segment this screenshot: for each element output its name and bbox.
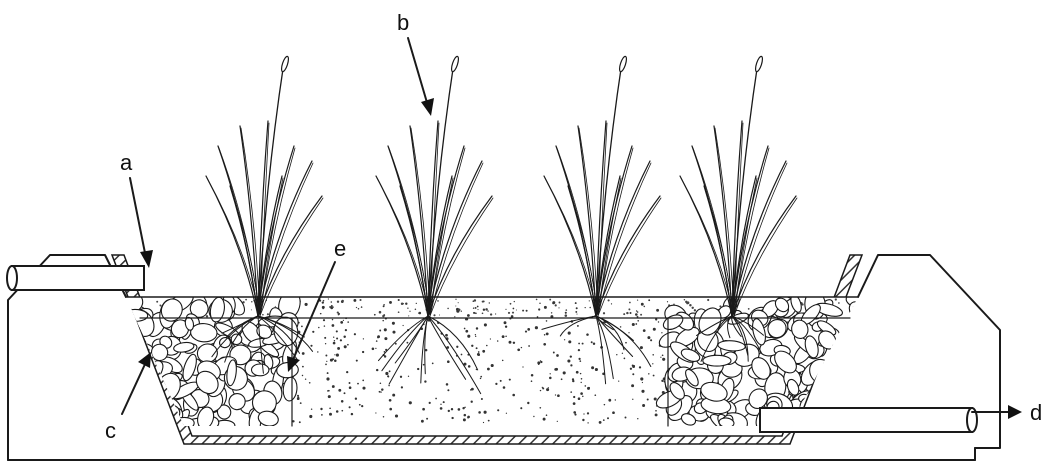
label-b: b (397, 10, 409, 35)
inlet-pipe (7, 266, 144, 290)
outlet-pipe (760, 408, 977, 432)
label-a: a (120, 150, 133, 175)
label-c: c (105, 418, 116, 443)
label-d: d (1030, 400, 1042, 425)
label-e: e (334, 236, 346, 261)
